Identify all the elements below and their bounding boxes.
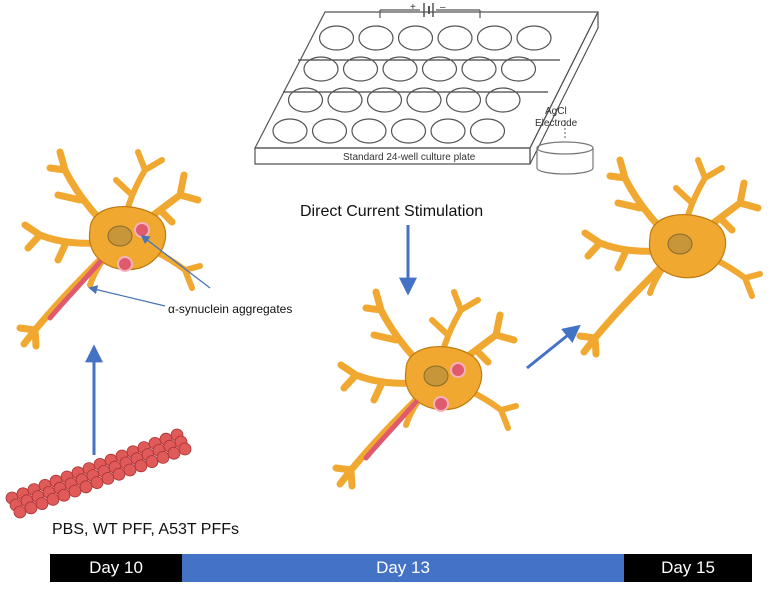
fibril-bead xyxy=(101,471,115,485)
dendrite xyxy=(21,221,124,264)
aggregate-pointer-2 xyxy=(88,285,166,307)
fibril-bead xyxy=(46,492,60,506)
culture-plate-illustration: + – xyxy=(254,2,599,175)
timeline-day15: Day 15 xyxy=(624,554,752,582)
well xyxy=(382,56,418,82)
well xyxy=(358,25,394,51)
well xyxy=(342,56,379,82)
axon-aggregate xyxy=(363,399,419,461)
fibril-bead xyxy=(24,501,38,515)
timeline-day10: Day 10 xyxy=(50,554,182,582)
well xyxy=(430,118,466,144)
well xyxy=(390,118,427,144)
fibril-bead xyxy=(156,450,170,464)
well xyxy=(327,87,363,113)
dendrite xyxy=(46,148,124,244)
well xyxy=(272,118,308,144)
fibril-bead xyxy=(68,484,82,498)
pff-fibril-icon xyxy=(5,428,192,519)
dendrite xyxy=(113,149,165,243)
nucleus xyxy=(107,225,133,247)
well xyxy=(437,25,473,51)
well xyxy=(397,25,434,51)
fibril-bead xyxy=(35,497,49,511)
fibril-bead xyxy=(57,488,71,502)
well xyxy=(445,87,482,113)
neuron-cleared-right xyxy=(576,156,763,358)
fibril-bead xyxy=(145,455,159,469)
well xyxy=(485,87,521,113)
aggregates-label: α-synuclein aggregates xyxy=(168,302,292,316)
fibril-bead xyxy=(112,467,126,481)
progression-arrow xyxy=(526,324,581,370)
well xyxy=(406,87,442,113)
plate-caption: Standard 24-well culture plate xyxy=(343,152,476,163)
fibril-bead xyxy=(178,442,192,456)
dendrite xyxy=(429,289,481,383)
well xyxy=(318,25,355,51)
nucleus xyxy=(667,233,693,255)
battery-minus-label: – xyxy=(440,2,446,13)
fibril-bead xyxy=(90,476,104,490)
battery-icon xyxy=(379,3,481,18)
electrode-label-electrode: Electrode xyxy=(535,118,578,129)
well xyxy=(287,87,324,113)
well xyxy=(311,118,348,144)
axon-aggregate xyxy=(47,259,103,321)
electrode-icon xyxy=(536,120,594,175)
plate-wells xyxy=(272,25,552,144)
aggregate-pointer-1 xyxy=(140,234,211,289)
well xyxy=(461,56,497,82)
timeline-bar: Day 10 Day 13 Day 15 xyxy=(50,554,752,582)
dendrite xyxy=(606,156,684,252)
electrode-label-agcl: AgCl xyxy=(545,106,567,117)
nucleus xyxy=(423,365,449,387)
battery-plus-label: + xyxy=(410,2,416,13)
treatment-label: PBS, WT PFF, A53T PFFs xyxy=(52,521,239,538)
well xyxy=(476,25,513,51)
timeline-day13: Day 13 xyxy=(182,554,624,582)
axon xyxy=(16,246,114,350)
aggregate-dot xyxy=(450,362,466,378)
aggregate-dot xyxy=(117,256,133,272)
neuron-stimulated-middle xyxy=(332,288,519,490)
aggregate-dot xyxy=(433,396,449,412)
fibril-bead xyxy=(167,446,181,460)
axon xyxy=(576,254,674,358)
fibril-bead xyxy=(79,480,93,494)
dendrite xyxy=(362,288,440,384)
well xyxy=(303,56,339,82)
dendrite xyxy=(337,361,440,404)
well xyxy=(421,56,458,82)
fibril-bead xyxy=(13,505,27,519)
well xyxy=(351,118,387,144)
fibril-bead xyxy=(123,463,137,477)
well xyxy=(366,87,403,113)
neuron-with-aggregates-left xyxy=(16,148,203,350)
well xyxy=(516,25,552,51)
plate-side-face xyxy=(529,11,599,165)
axon xyxy=(332,386,430,490)
aggregate-dot xyxy=(134,222,150,238)
stimulation-label: Direct Current Stimulation xyxy=(300,203,483,220)
fibril-bead xyxy=(134,459,148,473)
well xyxy=(500,56,537,82)
well xyxy=(469,118,506,144)
dendrite xyxy=(581,229,684,272)
dendrite xyxy=(673,157,725,251)
